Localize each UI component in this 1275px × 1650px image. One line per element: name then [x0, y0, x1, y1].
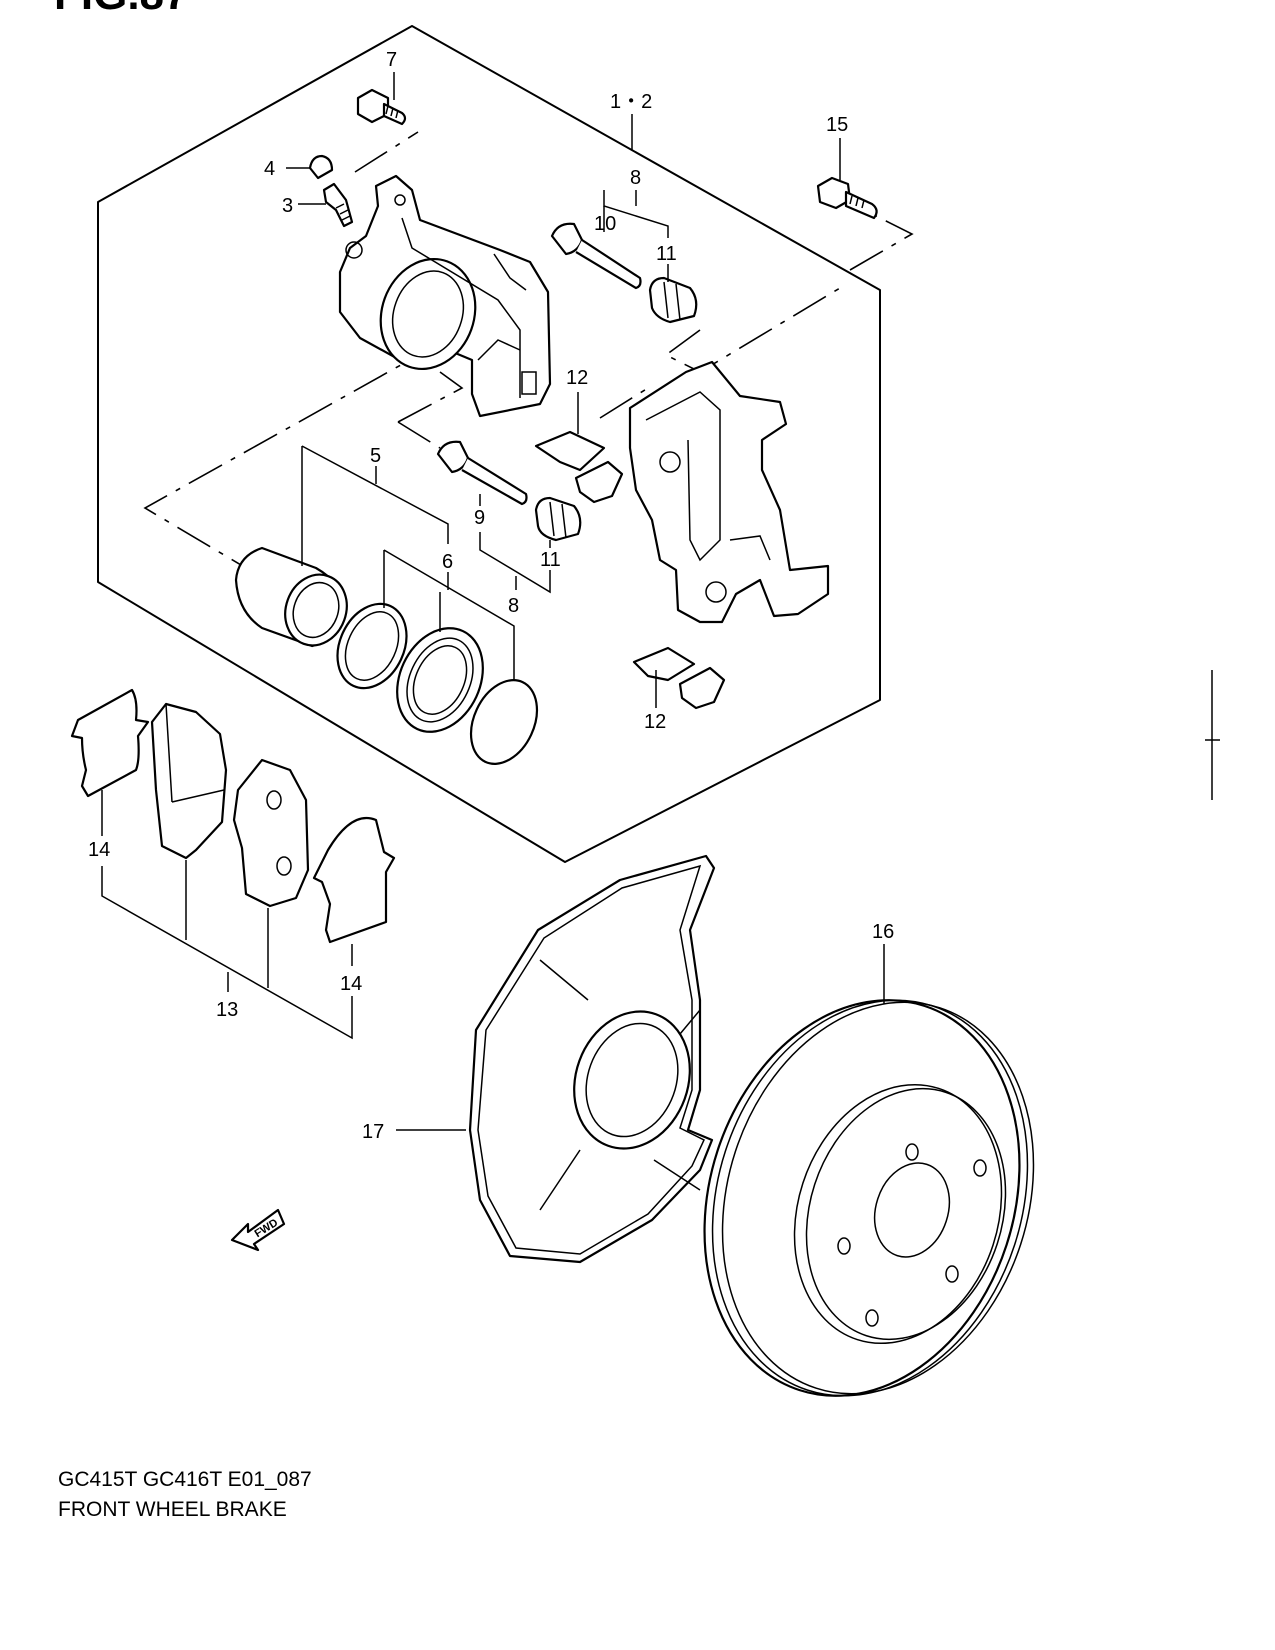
dust-boot-6 — [396, 627, 484, 733]
callout-16: 16 — [872, 921, 894, 943]
caliper-assembly-frame — [97, 25, 881, 863]
bleeder-screw-3 — [322, 182, 354, 228]
callout-11b: 11 — [540, 549, 561, 571]
pad-clip-12-upper — [534, 430, 624, 504]
diagram-name: FRONT WHEEL BRAKE — [58, 1498, 287, 1521]
pin-boot-11-upper — [648, 276, 698, 324]
callout-6: 6 — [442, 551, 453, 573]
callout-13: 13 — [216, 999, 238, 1021]
callout-11a: 11 — [656, 243, 677, 265]
bleeder-cap-4 — [308, 154, 334, 180]
callout-1-2: 1・2 — [610, 91, 652, 113]
callout-8a: 8 — [630, 167, 641, 189]
pad-shim-14-right — [312, 816, 396, 944]
callout-4: 4 — [264, 158, 275, 180]
figure-title: FIG.87 — [54, 0, 189, 20]
callout-3: 3 — [282, 195, 293, 217]
callout-12b: 12 — [644, 711, 666, 733]
pad-clip-12-lower — [632, 646, 726, 710]
diagram-code: GC415T GC416T E01_087 — [58, 1468, 312, 1491]
callout-7: 7 — [386, 49, 397, 71]
caliper-body-1-2 — [338, 174, 552, 418]
caliper-carrier — [628, 360, 830, 624]
callout-14b: 14 — [340, 973, 362, 995]
pad-shim-14-left — [70, 688, 150, 798]
callout-10: 10 — [594, 213, 616, 235]
brake-rotor-16 — [703, 999, 1035, 1397]
callout-12a: 12 — [566, 367, 588, 389]
piston-seal — [336, 602, 408, 690]
carrier-bolt-15 — [816, 176, 878, 220]
leader-lines — [101, 72, 1220, 1131]
callout-17: 17 — [362, 1121, 384, 1143]
callout-labels: 7 1・2 15 4 8 3 10 11 12 5 9 6 11 8 12 14… — [88, 49, 894, 1240]
callout-15: 15 — [826, 114, 848, 136]
o-ring — [469, 679, 539, 765]
pin-boot-11-lower — [534, 496, 582, 542]
callout-9: 9 — [474, 507, 485, 529]
dust-shield-17 — [468, 854, 716, 1264]
caliper-bolt-7 — [356, 88, 407, 126]
guide-pin-9 — [436, 440, 528, 506]
piston-5 — [234, 546, 348, 648]
fwd-arrow-icon — [230, 1208, 286, 1252]
callout-14a: 14 — [88, 839, 110, 861]
callout-8b: 8 — [508, 595, 519, 617]
brake-pad-13-left — [150, 702, 228, 860]
guide-pin-10 — [550, 222, 642, 290]
brake-pad-13-right — [232, 758, 310, 908]
callout-5: 5 — [370, 445, 381, 467]
